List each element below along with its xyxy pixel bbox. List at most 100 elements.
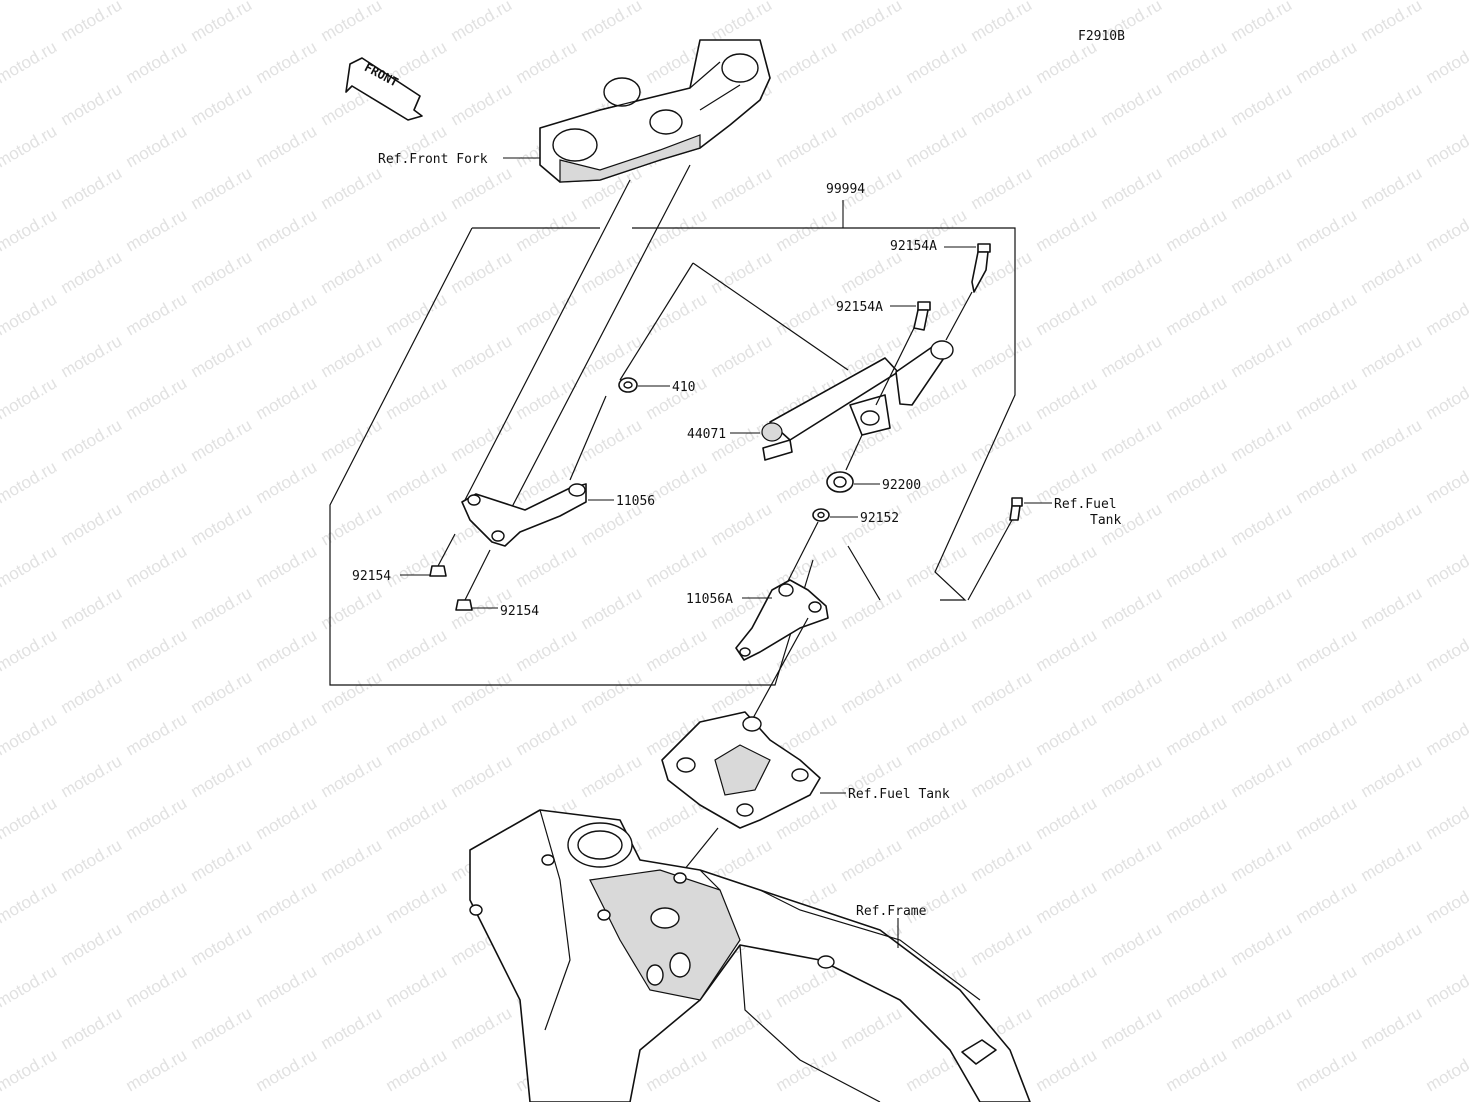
watermark-text: motod.ru (578, 667, 646, 717)
watermark-text: motod.ru (1293, 877, 1361, 927)
watermark-text: motod.ru (188, 79, 256, 129)
watermark-text: motod.ru (318, 583, 386, 633)
watermark-text: motod.ru (1098, 79, 1166, 129)
watermark-text: motod.ru (903, 37, 971, 87)
watermark-text: motod.ru (578, 751, 646, 801)
watermark-text: motod.ru (1293, 373, 1361, 423)
watermark-text: motod.ru (1423, 0, 1469, 3)
watermark-text: motod.ru (1293, 709, 1361, 759)
watermark-text: motod.ru (383, 625, 451, 675)
watermark-text: motod.ru (0, 0, 60, 3)
watermark-text: motod.ru (513, 205, 581, 255)
watermark-text: motod.ru (253, 709, 321, 759)
watermark-text: motod.ru (448, 1003, 516, 1053)
watermark-text: motod.ru (58, 667, 126, 717)
watermark-text: motod.ru (123, 625, 191, 675)
watermark-text: motod.ru (1228, 163, 1296, 213)
watermark-text: motod.ru (123, 121, 191, 171)
watermark-text: motod.ru (0, 877, 60, 927)
watermark-text: motod.ru (318, 0, 386, 45)
watermark-text: motod.ru (1423, 625, 1469, 675)
watermark-text: motod.ru (968, 751, 1036, 801)
watermark-text: motod.ru (253, 1045, 321, 1095)
watermark-text: motod.ru (903, 0, 971, 3)
watermark-text: motod.ru (123, 1045, 191, 1095)
watermark-text: motod.ru (838, 0, 906, 45)
watermark-text: motod.ru (1098, 163, 1166, 213)
bolt-92154-upper-label: 92154 (352, 569, 391, 584)
watermark-text: motod.ru (708, 499, 776, 549)
watermark-text: motod.ru (1033, 121, 1101, 171)
watermark-text: motod.ru (968, 667, 1036, 717)
watermark-text: motod.ru (968, 163, 1036, 213)
watermark-text: motod.ru (123, 0, 191, 3)
watermark-text: motod.ru (0, 121, 60, 171)
bolt-92154-lower (455, 549, 491, 611)
watermark-text: motod.ru (968, 0, 1036, 45)
bracket-11056-label: 11056 (616, 494, 655, 509)
watermark-text: motod.ru (1163, 709, 1231, 759)
watermark-text: motod.ru (1358, 1003, 1426, 1053)
watermark-text: motod.ru (1033, 961, 1101, 1011)
watermark-text: motod.ru (58, 415, 126, 465)
bolt-92154a-top-label: 92154A (890, 239, 937, 254)
watermark-text: motod.ru (1163, 961, 1231, 1011)
assembly-boundary (329, 227, 1016, 686)
watermark-text: motod.ru (513, 625, 581, 675)
watermark-text: motod.ru (838, 247, 906, 297)
watermark-text: motod.ru (1358, 163, 1426, 213)
watermark-text: motod.ru (1163, 373, 1231, 423)
watermark-text: motod.ru (578, 247, 646, 297)
watermark-text: motod.ru (188, 499, 256, 549)
watermark-text: motod.ru (708, 667, 776, 717)
watermark-text: motod.ru (1033, 625, 1101, 675)
watermark-text: motod.ru (1163, 0, 1231, 3)
steering-damper-44071 (761, 340, 954, 461)
watermark-text: motod.ru (513, 373, 581, 423)
washer-92152-label: 92152 (860, 511, 899, 526)
watermark-text: motod.ru (123, 205, 191, 255)
watermark-text: motod.ru (188, 667, 256, 717)
upper-triple-clamp (539, 39, 771, 183)
watermark-text: motod.ru (1293, 205, 1361, 255)
watermark-text: motod.ru (1228, 1003, 1296, 1053)
watermark-text: motod.ru (773, 121, 841, 171)
watermark-text: motod.ru (1098, 1003, 1166, 1053)
watermark-text: motod.ru (123, 877, 191, 927)
watermark-text: motod.ru (1098, 667, 1166, 717)
washer-410 (618, 377, 638, 393)
watermark-text: motod.ru (1358, 0, 1426, 45)
bolt-92154a-mid-label: 92154A (836, 300, 883, 315)
watermark-text: motod.ru (1228, 0, 1296, 45)
watermark-text: motod.ru (58, 919, 126, 969)
watermark-text: motod.ru (448, 751, 516, 801)
watermark-text: motod.ru (1358, 751, 1426, 801)
washer-92152 (812, 508, 830, 522)
watermark-text: motod.ru (903, 541, 971, 591)
watermark-text: motod.ru (1033, 37, 1101, 87)
group-number-label: 99994 (826, 182, 865, 197)
watermark-text: motod.ru (188, 751, 256, 801)
watermark-text: motod.ru (1228, 919, 1296, 969)
watermark-text: motod.ru (1033, 877, 1101, 927)
watermark-text: motod.ru (188, 247, 256, 297)
watermark-text: motod.ru (1358, 415, 1426, 465)
watermark-text: motod.ru (1033, 1045, 1101, 1095)
watermark-text: motod.ru (123, 793, 191, 843)
watermark-text: motod.ru (1228, 331, 1296, 381)
watermark-text: motod.ru (773, 0, 841, 3)
ref-fuel-tank-bottom-label: Ref.Fuel Tank (848, 787, 950, 802)
watermark-text: motod.ru (903, 625, 971, 675)
watermark-text: motod.ru (318, 247, 386, 297)
watermark-text: motod.ru (1293, 625, 1361, 675)
watermark-text: motod.ru (838, 835, 906, 885)
watermark-text: motod.ru (1358, 583, 1426, 633)
watermark-text: motod.ru (773, 1045, 841, 1095)
watermark-text: motod.ru (643, 0, 711, 3)
watermark-text: motod.ru (1228, 751, 1296, 801)
watermark-text: motod.ru (123, 373, 191, 423)
watermark-text: motod.ru (58, 0, 126, 45)
watermark-text: motod.ru (1228, 667, 1296, 717)
watermark-text: motod.ru (1423, 289, 1469, 339)
